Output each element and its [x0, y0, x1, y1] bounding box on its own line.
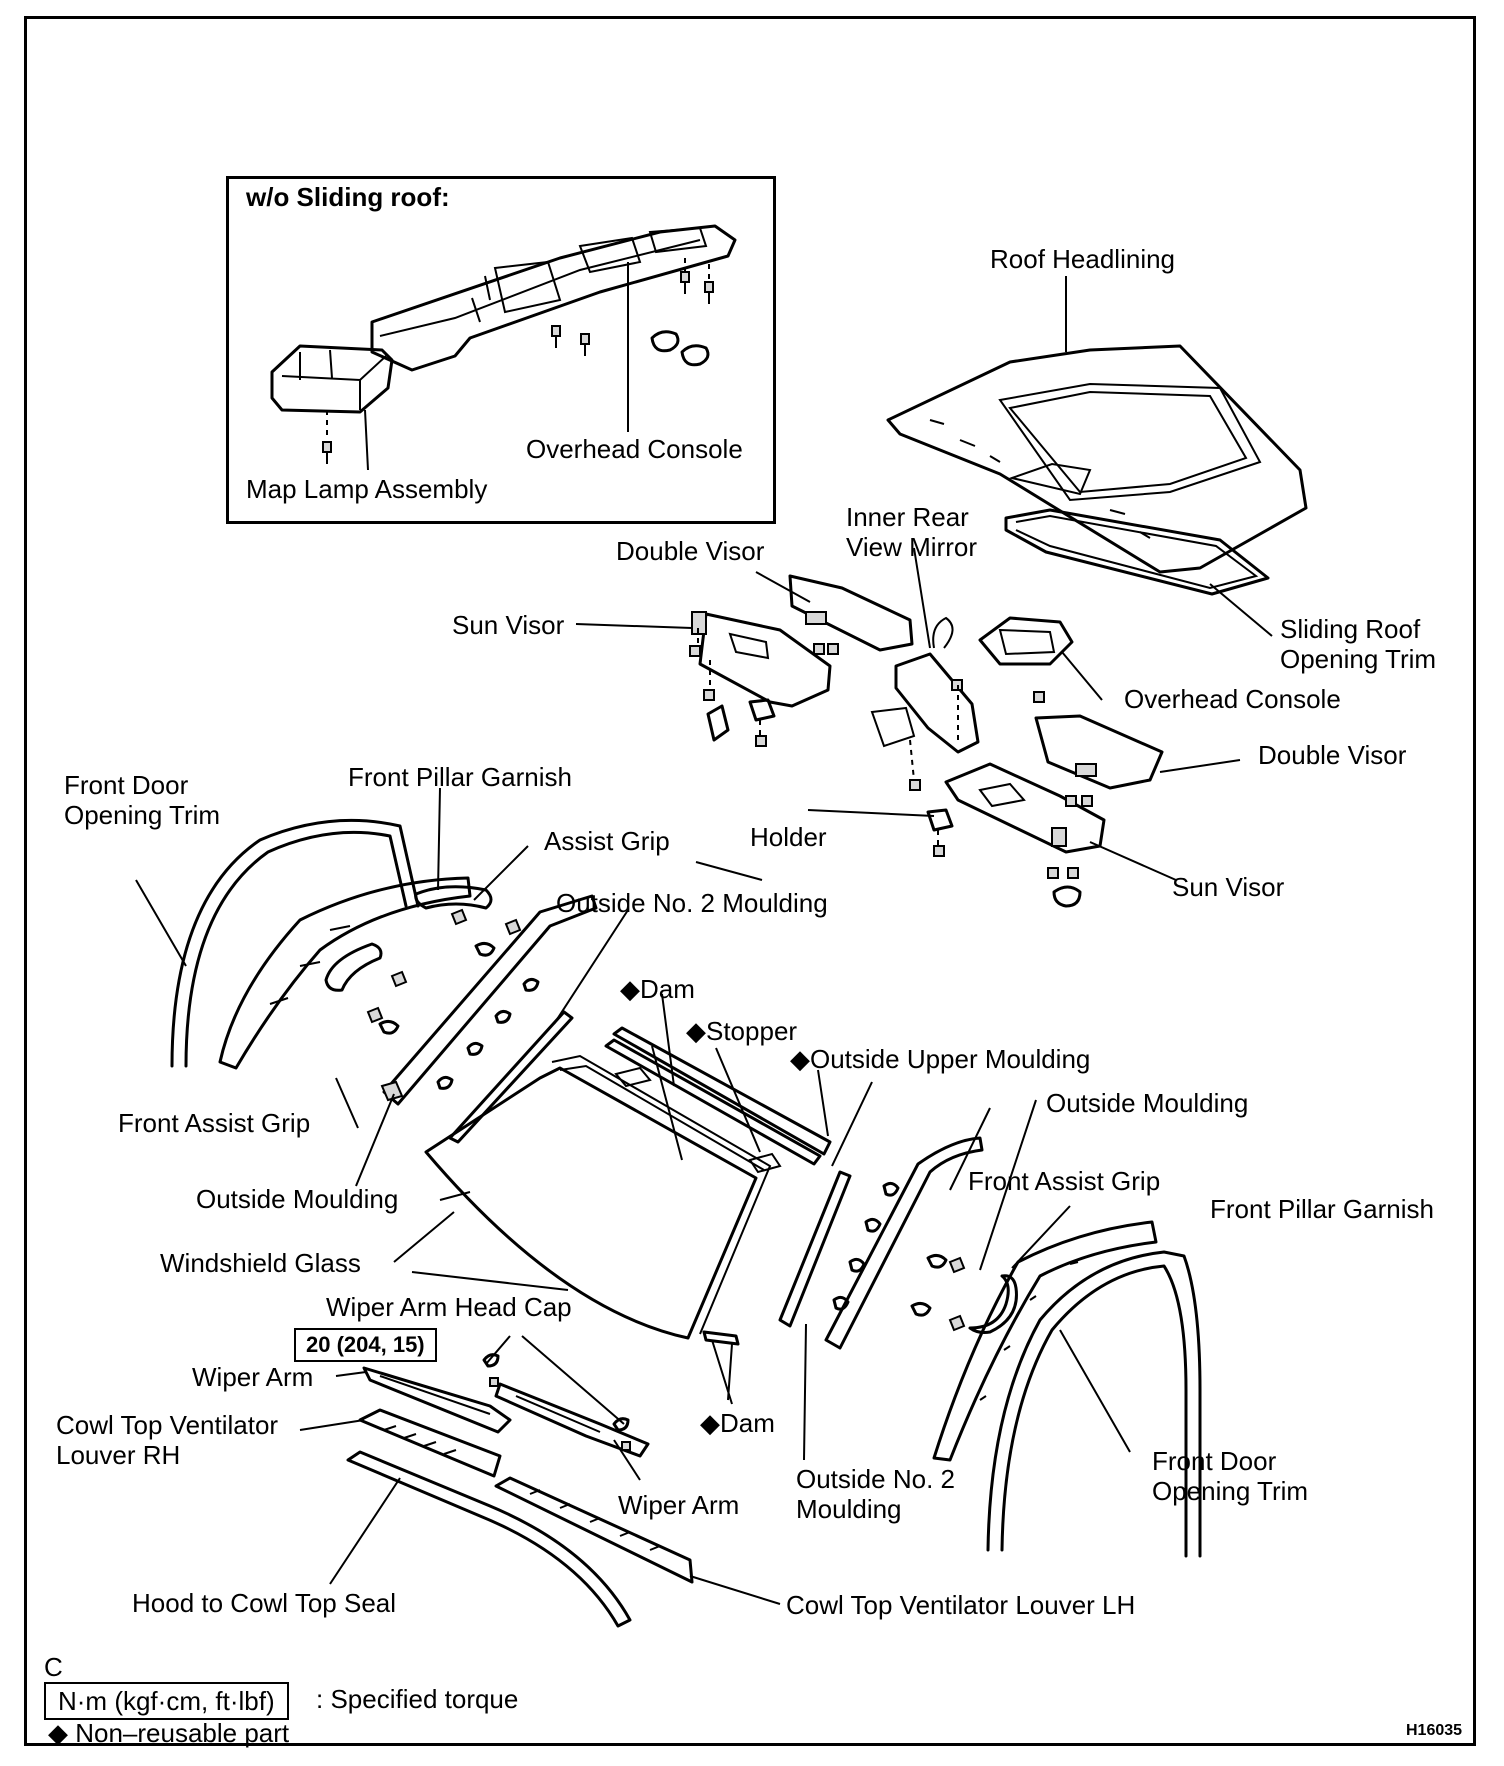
legend-non-reusable: ◆ Non–reusable part: [48, 1718, 290, 1748]
label-dam-top: ◆Dam: [620, 974, 695, 1004]
label-front-pillar-garnish-right: Front Pillar Garnish: [1210, 1194, 1434, 1224]
legend-unit-box: N·m (kgf·cm, ft·lbf): [44, 1682, 289, 1720]
roof-leader-lines: [1065, 276, 1273, 637]
diagram-frame: [24, 16, 1476, 1746]
outside-upper-moulding: [604, 1026, 832, 1166]
label-front-door-trim-left: Front Door Opening Trim: [64, 770, 221, 830]
label-stopper: ◆Stopper: [686, 1016, 798, 1046]
outside-no2-moulding-right: [778, 1170, 852, 1328]
sun-visor-right: [944, 762, 1106, 854]
label-outside-moulding-left: Outside Moulding: [196, 1184, 399, 1214]
label-double-visor-right: Double Visor: [1258, 740, 1407, 770]
label-outside-upper-moulding: ◆Outside Upper Moulding: [790, 1044, 1091, 1074]
inset-screws: [322, 258, 714, 464]
label-wiper-arm-left: Wiper Arm: [192, 1362, 314, 1392]
label-front-assist-grip-left: Front Assist Grip: [118, 1108, 311, 1138]
outside-no2-moulding-left: [448, 1010, 574, 1144]
inset-overhead-console: [370, 224, 737, 372]
inset-label-overhead-console: Overhead Console: [526, 434, 743, 464]
label-wiper-arm-right: Wiper Arm: [618, 1490, 740, 1520]
cowl-louver-rh: [358, 1408, 502, 1478]
main-screws-holders: [689, 628, 1093, 908]
label-double-visor-top: Double Visor: [616, 536, 765, 566]
label-outside-no2-moulding-top: Outside No. 2 Moulding: [556, 888, 828, 918]
legend-unit-text: : Specified torque: [316, 1684, 519, 1714]
wiper-arm-left: [362, 1366, 512, 1434]
label-dam-bottom: ◆Dam: [700, 1408, 775, 1438]
outside-moulding-right: [824, 1136, 984, 1350]
label-wiper-arm-head-cap: Wiper Arm Head Cap: [326, 1292, 572, 1322]
wiper-head-caps: [482, 1353, 631, 1451]
sliding-roof-trim: [1004, 508, 1270, 596]
front-door-trim-left: [170, 818, 420, 1068]
figure-id: H16035: [1406, 1722, 1463, 1739]
label-assist-grip: Assist Grip: [544, 826, 670, 856]
sun-visor-left: [691, 611, 832, 708]
label-front-pillar-garnish-left: Front Pillar Garnish: [348, 762, 572, 792]
label-holder: Holder: [750, 822, 827, 852]
label-sun-visor-left: Sun Visor: [452, 610, 565, 640]
hood-seal: [346, 1450, 632, 1628]
label-roof-headlining: Roof Headlining: [990, 244, 1176, 274]
legend-letter: C: [44, 1652, 63, 1682]
inset-map-lamp: [270, 344, 394, 414]
leader-lines: [135, 547, 1241, 1605]
label-windshield-glass: Windshield Glass: [160, 1248, 361, 1278]
inset-label-map-lamp: Map Lamp Assembly: [246, 474, 488, 504]
inset-leader-lines: [364, 262, 629, 471]
windshield-glass: [424, 1054, 782, 1340]
inset-title: w/o Sliding roof:: [246, 182, 450, 212]
cowl-louver-lh: [494, 1476, 694, 1584]
front-door-trim-right: [986, 1250, 1202, 1558]
label-cowl-rh: Cowl Top Ventilator Louver RH: [56, 1410, 279, 1470]
front-pillar-garnish-right: [932, 1220, 1158, 1462]
inner-rear-view-mirror: [870, 616, 980, 754]
label-overhead-console: Overhead Console: [1124, 684, 1341, 714]
label-outside-moulding-right: Outside Moulding: [1046, 1088, 1249, 1118]
label-hood-seal: Hood to Cowl Top Seal: [132, 1588, 397, 1618]
assist-grip-left: [324, 885, 522, 1035]
label-front-door-trim-right: Front Door Opening Trim: [1152, 1446, 1309, 1506]
label-cowl-lh: Cowl Top Ventilator Louver LH: [786, 1590, 1136, 1620]
label-front-assist-grip-right: Front Assist Grip: [968, 1166, 1161, 1196]
roof-headlining: [886, 344, 1308, 574]
torque-box: 20 (204, 15): [294, 1328, 437, 1362]
outside-moulding-left: [380, 894, 598, 1106]
overhead-console-main: [978, 616, 1074, 666]
label-sun-visor-right: Sun Visor: [1172, 872, 1285, 902]
double-visor-top: [788, 574, 914, 652]
inset-frame: [226, 176, 776, 524]
double-visor-right: [1034, 714, 1164, 790]
front-assist-grip-right: [910, 1253, 1018, 1334]
wiper-arm-right: [494, 1382, 650, 1458]
label-sliding-roof-trim: Sliding Roof Opening Trim: [1280, 614, 1437, 674]
label-inner-rear-view-mirror: Inner Rear View Mirror: [846, 502, 977, 562]
label-outside-no2-moulding-bottom: Outside No. 2 Moulding: [796, 1464, 955, 1524]
dam-bottom: [702, 1330, 740, 1346]
